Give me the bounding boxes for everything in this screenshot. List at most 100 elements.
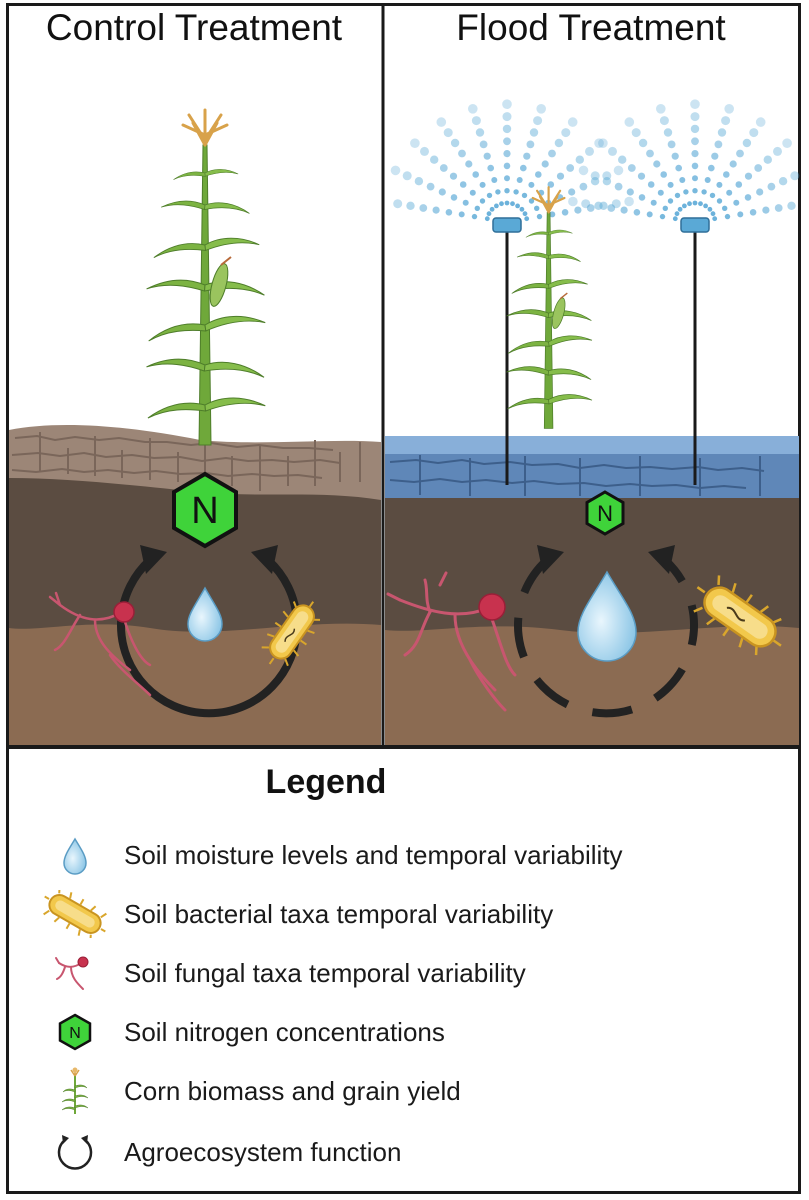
spray-droplet <box>708 164 715 172</box>
flood-soil <box>385 436 799 745</box>
spray-droplet <box>762 206 770 214</box>
spray-droplet <box>445 209 453 216</box>
spray-droplet <box>486 192 493 199</box>
bacterium-control <box>261 601 321 667</box>
spray-droplet <box>522 211 528 217</box>
spray-droplet <box>436 117 447 127</box>
spray-droplet <box>749 209 757 216</box>
spray-droplet <box>650 199 657 206</box>
spray-droplet <box>754 164 763 172</box>
spray-droplet <box>602 171 612 181</box>
spray-droplet <box>690 112 700 122</box>
spray-droplet <box>430 155 439 164</box>
spray-droplet <box>709 192 716 199</box>
spray-droplet <box>536 213 543 220</box>
spray-droplet <box>503 137 511 146</box>
spray-droplet <box>631 128 641 138</box>
spray-droplet <box>393 199 403 209</box>
spray-droplet <box>724 104 734 114</box>
legend-item-nitrogen: N Soil nitrogen concentrations <box>40 1007 445 1057</box>
spray-droplet <box>419 204 428 212</box>
spray-droplet <box>778 177 788 186</box>
spray-droplet <box>450 194 458 201</box>
spray-droplet <box>737 211 744 218</box>
spray-droplet <box>420 146 429 156</box>
spray-droplet <box>704 177 711 183</box>
spray-droplet <box>722 205 728 211</box>
spray-droplet <box>554 138 564 148</box>
control-treatment-title: Control Treatment <box>45 7 343 48</box>
spray-droplet <box>627 164 636 172</box>
spray-droplet <box>484 216 490 222</box>
spray-droplet <box>607 204 616 212</box>
spray-droplet <box>660 171 667 178</box>
spray-droplet <box>533 116 543 126</box>
spray-droplet <box>613 165 624 176</box>
nitrogen-hexagon-flood: N <box>585 490 625 536</box>
spray-droplet <box>698 201 703 207</box>
spray-droplet <box>637 172 646 180</box>
spray-droplet <box>653 160 661 168</box>
spray-droplet <box>528 198 535 204</box>
spray-droplet <box>479 181 486 188</box>
water-drop-flood <box>577 570 637 662</box>
spray-droplet <box>489 206 495 212</box>
spray-droplet <box>724 213 731 220</box>
nitrogen-hexagon-control: N <box>172 471 238 549</box>
spray-droplet <box>574 206 582 214</box>
spray-droplet <box>439 164 448 172</box>
spray-droplet <box>402 171 412 181</box>
spray-droplet <box>675 164 682 172</box>
spray-droplet <box>548 149 556 158</box>
spray-droplet <box>504 200 510 206</box>
spray-droplet <box>667 181 674 188</box>
spray-droplet <box>790 171 800 181</box>
figure-frame <box>6 3 801 1194</box>
spray-droplet <box>585 146 594 156</box>
spray-droplet <box>608 146 617 156</box>
spray-droplet <box>683 189 689 195</box>
spray-droplet <box>671 152 679 160</box>
spray-droplet <box>618 155 627 164</box>
spray-droplet <box>756 188 764 196</box>
spray-droplet <box>646 211 653 218</box>
legend-item-moisture: Soil moisture levels and temporal variab… <box>40 830 623 880</box>
spray-droplet <box>714 140 723 149</box>
spray-droplet <box>599 201 608 210</box>
spray-droplet <box>414 177 424 186</box>
sprinkler-right <box>680 217 710 485</box>
spray-droplet <box>579 182 588 191</box>
spray-droplet <box>534 205 540 211</box>
spray-droplet <box>707 206 713 212</box>
spray-droplet <box>503 150 511 158</box>
spray-droplet <box>568 196 578 207</box>
spray-droplet <box>633 209 641 216</box>
spray-droplet <box>735 181 743 188</box>
spray-droplet <box>626 188 634 196</box>
spray-droplet <box>774 204 783 212</box>
spray-droplet <box>602 177 612 186</box>
sprinkler-spray <box>390 99 800 222</box>
spray-droplet <box>646 149 654 158</box>
spray-droplet <box>472 171 480 178</box>
spray-droplet <box>503 162 511 170</box>
spray-droplet <box>744 194 752 201</box>
spray-droplet <box>710 211 716 217</box>
spray-droplet <box>624 117 635 127</box>
spray-droplet <box>458 149 466 158</box>
spray-droplet <box>568 188 576 196</box>
water-drop-control <box>187 586 223 642</box>
legend-label-corn: Corn biomass and grain yield <box>124 1075 461 1106</box>
spray-droplet <box>692 200 698 206</box>
spray-droplet <box>541 160 549 168</box>
spray-droplet <box>667 198 674 204</box>
spray-droplet <box>672 216 678 222</box>
spray-droplet <box>729 160 737 168</box>
spray-droplet <box>519 206 525 212</box>
spray-droplet <box>590 177 600 186</box>
spray-droplet <box>755 117 766 127</box>
spray-droplet <box>723 171 730 178</box>
spray-droplet <box>674 211 680 217</box>
spray-droplet <box>726 189 733 196</box>
legend-item-function: Agroecosystem function <box>40 1127 401 1177</box>
